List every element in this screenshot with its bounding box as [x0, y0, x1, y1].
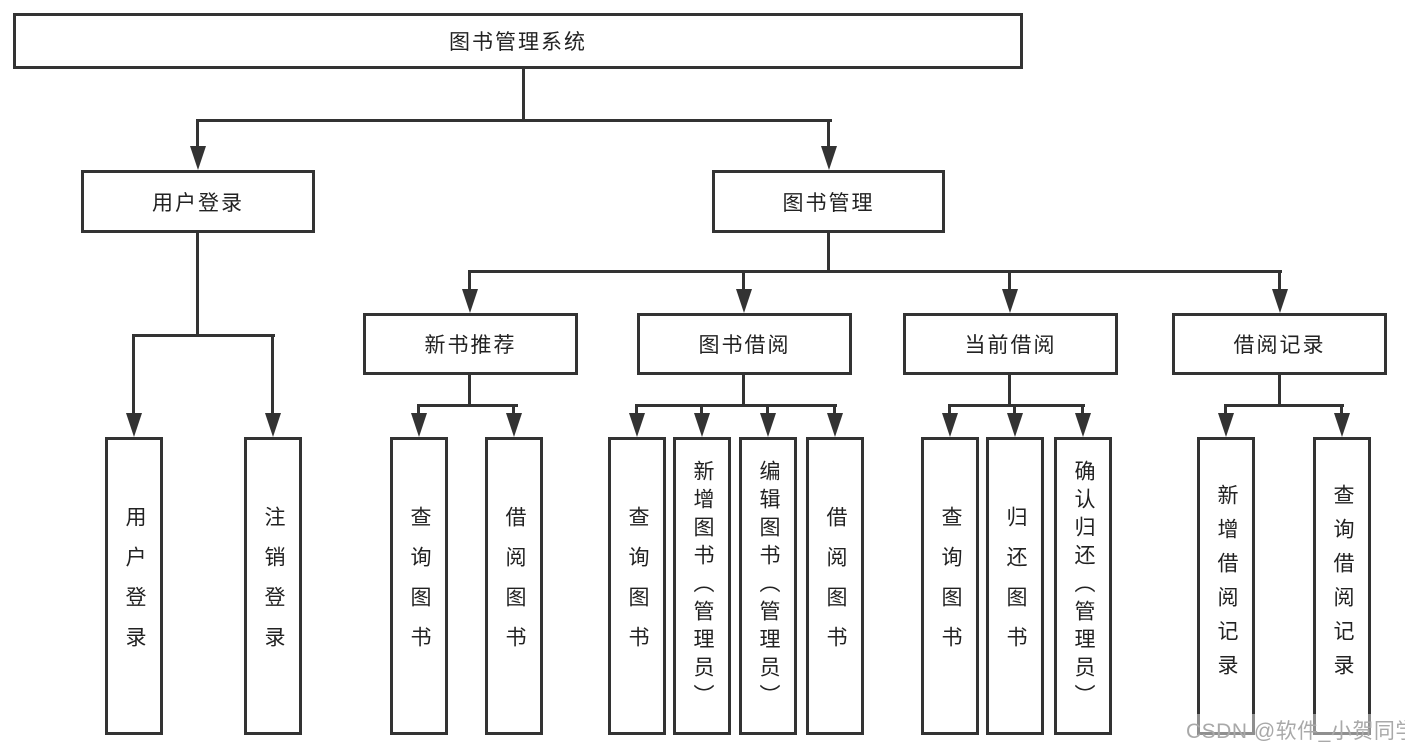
connector-line — [196, 119, 199, 149]
arrow-down-icon — [462, 289, 478, 313]
node-label: 注销登录 — [262, 506, 285, 666]
node-label: 图书管理 — [782, 191, 875, 215]
connector-line — [700, 404, 703, 416]
node-book-borrow: 图书借阅 — [637, 313, 852, 375]
node-label: 借阅图书 — [503, 506, 526, 666]
connector-line — [468, 270, 1282, 273]
leaf-query-borrow-record: 查询借阅记录 — [1313, 437, 1371, 735]
node-current-borrow: 当前借阅 — [903, 313, 1118, 375]
node-label: 借阅记录 — [1233, 334, 1326, 357]
connector-line — [1224, 404, 1344, 407]
leaf-query-books-borrow: 查询图书 — [608, 437, 666, 735]
arrow-down-icon — [265, 413, 281, 437]
node-label: 用户登录 — [152, 191, 244, 215]
node-book-management: 图书管理 — [712, 170, 945, 233]
node-label: 图书借阅 — [698, 334, 791, 357]
leaf-add-book-admin: 新增图书（管理员） — [673, 437, 731, 735]
arrow-down-icon — [827, 413, 843, 437]
leaf-confirm-return-admin: 确认归还（管理员） — [1054, 437, 1112, 735]
arrow-down-icon — [694, 413, 710, 437]
node-label: 用户登录 — [123, 506, 146, 666]
node-label: 借阅图书 — [824, 506, 847, 666]
node-label: 查询图书 — [408, 506, 431, 666]
arrow-down-icon — [126, 413, 142, 437]
leaf-borrow-books-recommend: 借阅图书 — [485, 437, 543, 735]
connector-line — [827, 233, 830, 273]
connector-line — [132, 334, 135, 417]
node-label: 新书推荐 — [424, 334, 517, 357]
connector-line — [1008, 270, 1011, 292]
arrow-down-icon — [736, 289, 752, 313]
node-label: 当前借阅 — [964, 334, 1057, 357]
leaf-borrow-books: 借阅图书 — [806, 437, 864, 735]
connector-line — [827, 119, 830, 149]
node-label: 确认归还（管理员） — [1072, 460, 1095, 712]
leaf-return-book: 归还图书 — [986, 437, 1044, 735]
node-book-management-system: 图书管理系统 — [13, 13, 1023, 69]
arrow-down-icon — [760, 413, 776, 437]
connector-line — [1278, 375, 1281, 407]
arrow-down-icon — [411, 413, 427, 437]
connector-line — [1008, 375, 1011, 407]
connector-line — [742, 270, 745, 292]
connector-line — [1278, 270, 1281, 292]
leaf-query-books-recommend: 查询图书 — [390, 437, 448, 735]
connector-line — [468, 270, 471, 292]
connector-line — [196, 233, 199, 337]
node-label: 查询图书 — [939, 506, 962, 666]
connector-line — [635, 404, 837, 407]
node-user-login: 用户登录 — [81, 170, 315, 233]
arrow-down-icon — [942, 413, 958, 437]
node-borrow-records: 借阅记录 — [1172, 313, 1387, 375]
leaf-logout: 注销登录 — [244, 437, 302, 735]
node-new-book-recommend: 新书推荐 — [363, 313, 578, 375]
arrow-down-icon — [1334, 413, 1350, 437]
connector-line — [522, 69, 525, 121]
arrow-down-icon — [190, 146, 206, 170]
connector-line — [271, 334, 274, 417]
connector-line — [1340, 404, 1343, 416]
node-label: 新增借阅记录 — [1215, 484, 1238, 688]
arrow-down-icon — [1075, 413, 1091, 437]
connector-line — [417, 404, 420, 416]
connector-line — [1013, 404, 1016, 416]
arrow-down-icon — [1272, 289, 1288, 313]
node-label: 新增图书（管理员） — [691, 460, 714, 712]
connector-line — [948, 404, 951, 416]
arrow-down-icon — [1218, 413, 1234, 437]
connector-line — [1224, 404, 1227, 416]
connector-line — [196, 119, 832, 122]
node-label: 编辑图书（管理员） — [757, 460, 780, 712]
leaf-add-borrow-record: 新增借阅记录 — [1197, 437, 1255, 735]
connector-line — [635, 404, 638, 416]
arrow-down-icon — [1007, 413, 1023, 437]
connector-line — [468, 375, 471, 407]
connector-line — [948, 404, 1085, 407]
connector-line — [417, 404, 518, 407]
arrow-down-icon — [1002, 289, 1018, 313]
arrow-down-icon — [506, 413, 522, 437]
connector-line — [132, 334, 275, 337]
connector-line — [512, 404, 515, 416]
node-label: 查询图书 — [626, 506, 649, 666]
arrow-down-icon — [629, 413, 645, 437]
leaf-query-books-current: 查询图书 — [921, 437, 979, 735]
connector-line — [766, 404, 769, 416]
node-label: 归还图书 — [1004, 506, 1027, 666]
connector-line — [1081, 404, 1084, 416]
arrow-down-icon — [821, 146, 837, 170]
csdn-watermark: CSDN @软件_小贺同学 — [1183, 714, 1405, 746]
connector-line — [833, 404, 836, 416]
leaf-user-login: 用户登录 — [105, 437, 163, 735]
node-label: 图书管理系统 — [449, 31, 587, 54]
node-label: 查询借阅记录 — [1331, 484, 1354, 688]
leaf-edit-book-admin: 编辑图书（管理员） — [739, 437, 797, 735]
connector-line — [742, 375, 745, 407]
